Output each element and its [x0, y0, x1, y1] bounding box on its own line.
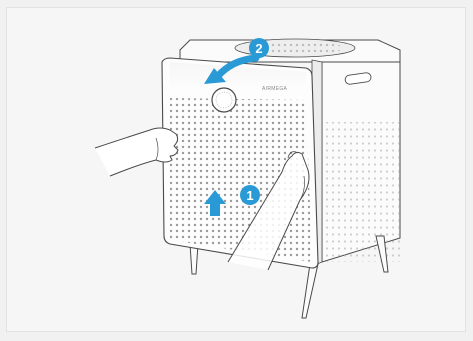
brand-label: AIRMEGA — [262, 86, 288, 92]
display-ring — [212, 88, 236, 112]
step-1-number: 1 — [246, 188, 253, 203]
step-2-number: 2 — [255, 41, 262, 56]
step-2-badge: 2 — [249, 38, 269, 58]
step-1-badge: 1 — [240, 185, 260, 205]
